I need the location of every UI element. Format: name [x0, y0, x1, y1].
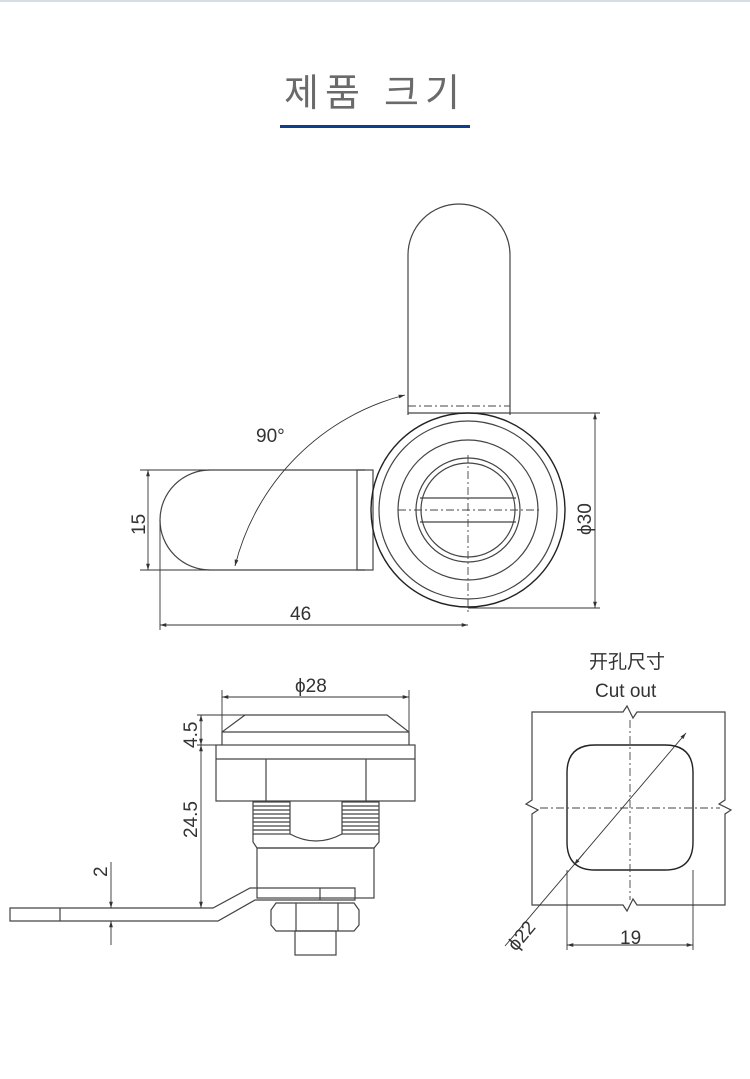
lever — [9, 887, 356, 922]
thread-left — [252, 801, 291, 835]
body-height-label: 24.5 — [181, 801, 202, 838]
panel-outline — [524, 704, 733, 913]
angle-label: 90° — [256, 426, 285, 447]
page-title: 제품 크기 — [284, 71, 466, 115]
handle-horizontal — [159, 469, 365, 571]
cap-height-label: 4.5 — [181, 722, 202, 748]
length-label: 46 — [290, 604, 311, 625]
width-19-label: 19 — [620, 928, 641, 949]
side-view: ϕ28 4.5 24.5 2 — [9, 676, 416, 956]
nut — [270, 902, 360, 932]
cutout-hole — [566, 744, 694, 871]
cap — [221, 714, 410, 745]
body — [215, 744, 416, 802]
arm-width-label: 15 — [129, 514, 150, 535]
thread-right — [341, 801, 380, 835]
cutout-label-en: Cut out — [595, 681, 657, 702]
stem — [294, 930, 337, 956]
cutout-label-cn: 开孔尺寸 — [589, 651, 665, 673]
handle-vertical — [407, 203, 511, 415]
title-underline — [280, 125, 470, 128]
top-border — [0, 0, 750, 2]
cutout-view: 开孔尺寸 Cut out ϕ22 19 — [504, 651, 733, 955]
diameter-30-label: ϕ30 — [575, 503, 596, 535]
lever-thickness-label: 2 — [91, 866, 112, 877]
diameter-28-label: ϕ28 — [295, 676, 327, 697]
top-view: 90° 15 46 ϕ30 — [129, 203, 600, 630]
diameter-22-label: ϕ22 — [504, 917, 541, 955]
